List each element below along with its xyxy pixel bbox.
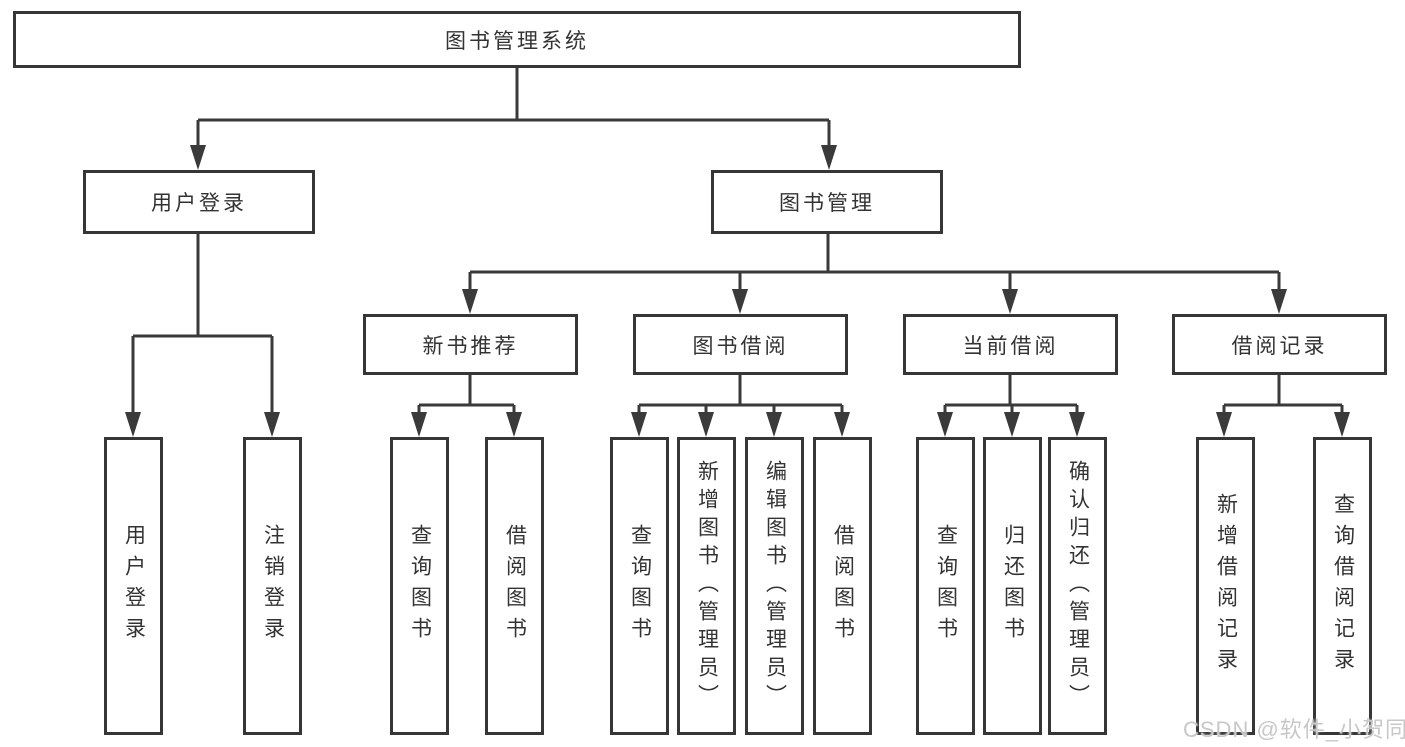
- arrowheads: [125, 145, 1350, 437]
- leaf-query-books-current-label: 查询图书: [934, 524, 958, 648]
- leaf-query-books-borrow-label: 查询图书: [628, 524, 652, 648]
- leaf-query-books-current: 查询图书: [916, 437, 975, 735]
- leaf-return-books: 归还图书: [983, 437, 1042, 735]
- leaf-confirm-return-admin-label: 确认归还（管理员）: [1066, 460, 1090, 712]
- leaf-add-borrow-record: 新增借阅记录: [1196, 437, 1255, 735]
- leaf-user-login-label: 用户登录: [122, 524, 146, 648]
- leaf-logout-label: 注销登录: [261, 524, 285, 648]
- node-book-borrowing: 图书借阅: [633, 314, 848, 375]
- node-current-borrowing: 当前借阅: [903, 314, 1118, 375]
- node-user-login: 用户登录: [83, 170, 315, 234]
- leaf-confirm-return-admin: 确认归还（管理员）: [1048, 437, 1107, 735]
- leaf-query-books-borrow: 查询图书: [610, 437, 669, 735]
- connector-user-login-split: [131, 234, 274, 414]
- leaf-add-borrow-record-label: 新增借阅记录: [1214, 493, 1238, 679]
- leaf-add-book-admin-label: 新增图书（管理员）: [695, 460, 719, 712]
- leaf-borrow-books-label: 借阅图书: [831, 524, 855, 648]
- node-borrow-records: 借阅记录: [1172, 314, 1387, 375]
- connector-new-book-split: [417, 375, 516, 414]
- connector-root-split: [196, 68, 831, 147]
- leaf-borrow-books: 借阅图书: [813, 437, 872, 735]
- connector-book-mgmt-split: [468, 234, 1281, 291]
- csdn-watermark: CSDN @软件_小贺同学: [1183, 717, 1405, 742]
- leaf-query-borrow-record-label: 查询借阅记录: [1331, 493, 1355, 679]
- leaf-edit-book-admin-label: 编辑图书（管理员）: [763, 460, 787, 712]
- connector-borrow-records-split: [1222, 375, 1344, 414]
- leaf-query-borrow-record: 查询借阅记录: [1313, 437, 1372, 735]
- connector-book-borrow-split: [637, 375, 844, 414]
- connector-current-borrow-split: [943, 375, 1079, 414]
- node-library-management-system: 图书管理系统: [13, 11, 1021, 68]
- leaf-logout: 注销登录: [243, 437, 302, 735]
- leaf-borrow-books-recommend: 借阅图书: [485, 437, 544, 735]
- leaf-query-books-recommend: 查询图书: [390, 437, 449, 735]
- leaf-query-books-recommend-label: 查询图书: [408, 524, 432, 648]
- leaf-borrow-books-recommend-label: 借阅图书: [503, 524, 527, 648]
- leaf-user-login: 用户登录: [104, 437, 163, 735]
- node-book-management: 图书管理: [711, 170, 943, 234]
- leaf-edit-book-admin: 编辑图书（管理员）: [745, 437, 804, 735]
- connector-lines: [131, 68, 1344, 414]
- leaf-add-book-admin: 新增图书（管理员）: [677, 437, 736, 735]
- node-new-book-recommend: 新书推荐: [363, 314, 578, 375]
- leaf-return-books-label: 归还图书: [1001, 524, 1025, 648]
